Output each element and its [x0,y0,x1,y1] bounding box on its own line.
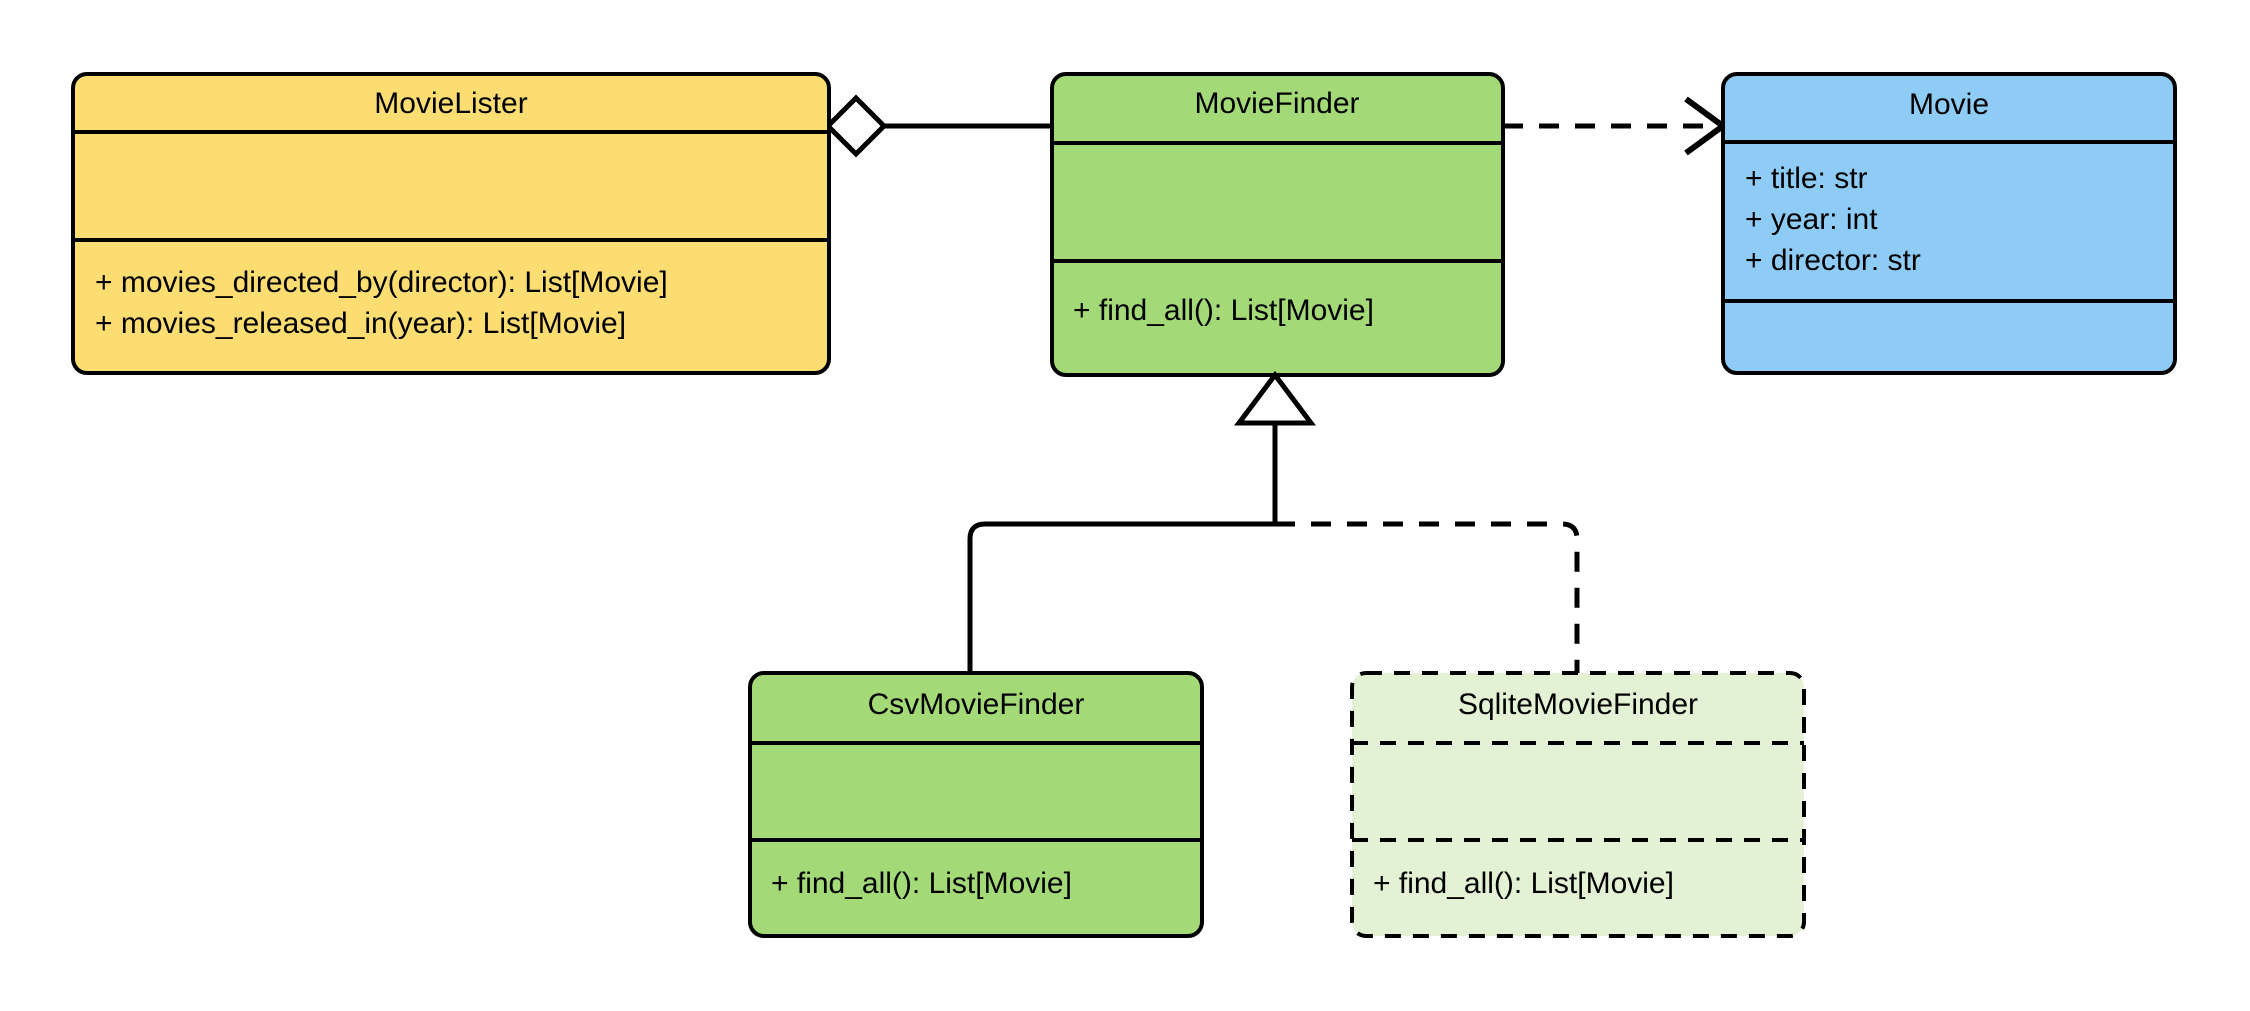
movie-finder-title: MovieFinder [1194,87,1359,120]
hollow-triangle-icon [1234,370,1316,426]
hollow-diamond-icon [824,94,888,158]
sqlite-movie-finder-background [1352,673,1804,936]
movie-attribute-1: + year: int [1745,203,1878,236]
movie-finder-background [1052,74,1503,375]
generalization-line-sqlite [1275,521,1580,673]
class-box-movie[interactable]: Movie + title: str + year: int + directo… [1721,72,2177,375]
class-box-csv-movie-finder[interactable]: CsvMovieFinder + find_all(): List[Movie] [748,671,1204,938]
csv-movie-finder-method-0: + find_all(): List[Movie] [771,867,1072,900]
movie-attribute-0: + title: str [1745,162,1868,195]
relation-generalization-csv-finder[interactable] [967,423,1278,673]
movie-background [1723,74,2175,373]
movie-lister-background [73,74,829,373]
movie-attribute-2: + director: str [1745,244,1921,277]
movie-border [1721,72,2177,375]
movie-finder-method-0: + find_all(): List[Movie] [1073,294,1374,327]
movie-lister-method-1: + movies_released_in(year): List[Movie] [95,307,626,340]
movie-title: Movie [1909,88,1989,121]
csv-movie-finder-border [748,671,1204,938]
movie-lister-method-0: + movies_directed_by(director): List[Mov… [95,266,668,299]
movie-lister-border [71,72,831,375]
csv-movie-finder-background [750,673,1202,936]
relation-aggregation-lister-finder[interactable] [824,94,1052,158]
class-box-sqlite-movie-finder[interactable]: SqliteMovieFinder + find_all(): List[Mov… [1350,671,1806,938]
generalization-line-csv [967,423,1278,673]
relation-dependency-finder-movie[interactable] [1503,96,1729,156]
class-box-movie-lister[interactable]: MovieLister + movies_directed_by(directo… [71,72,831,375]
sqlite-movie-finder-method-0: + find_all(): List[Movie] [1373,867,1674,900]
relation-generalization-sqlite-finder[interactable] [1275,521,1580,673]
csv-movie-finder-title: CsvMovieFinder [868,688,1085,721]
sqlite-movie-finder-border [1350,671,1806,938]
sqlite-movie-finder-title: SqliteMovieFinder [1458,688,1698,721]
class-box-movie-finder[interactable]: MovieFinder + find_all(): List[Movie] [1050,72,1505,377]
movie-lister-title: MovieLister [374,87,527,120]
